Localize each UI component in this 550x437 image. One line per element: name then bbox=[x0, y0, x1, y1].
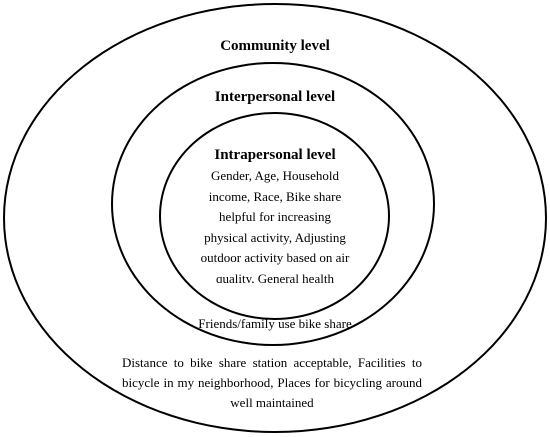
interpersonal-level-title: Interpersonal level bbox=[214, 89, 336, 105]
community-factors-text: Distance to bike share station acceptabl… bbox=[122, 355, 422, 410]
community-level-ring bbox=[3, 3, 547, 433]
intrapersonal-factors-text: Gender, Age, Household income, Race, Bik… bbox=[200, 168, 350, 283]
interpersonal-level-ring bbox=[111, 62, 435, 346]
interpersonal-factors-text: Friends/family use bike share bbox=[198, 316, 352, 331]
intrapersonal-level-ring bbox=[159, 112, 390, 320]
community-level-title: Community level bbox=[220, 38, 330, 54]
intrapersonal-level-title: Intrapersonal level bbox=[214, 147, 336, 163]
